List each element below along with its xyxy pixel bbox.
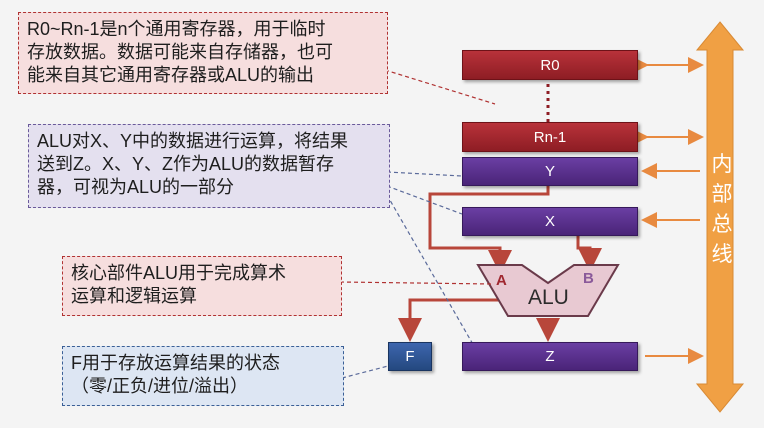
alu-buffers-note-text: ALU对X、Y中的数据进行运算，将结果 送到Z。X、Y、Z作为ALU的数据暂存 … [37, 131, 349, 197]
alu-core-note: 核心部件ALU用于完成算术 运算和逻辑运算 [62, 256, 342, 316]
alu-port-a: A [496, 272, 507, 289]
register-r0-label: R0 [540, 56, 560, 74]
flags-note: F用于存放运算结果的状态 （零/正负/进位/溢出） [62, 346, 344, 406]
register-z-label: Z [545, 348, 555, 365]
register-y: Y [462, 157, 638, 186]
register-rn-1-label: Rn-1 [533, 128, 567, 146]
internal-bus-arrow [695, 21, 745, 413]
general-registers-note: R0~Rn-1是n个通用寄存器，用于临时 存放数据。数据可能来自存储器，也可 能… [18, 12, 388, 94]
register-r0: R0 [462, 50, 638, 80]
callout-leaders [339, 69, 496, 379]
general-registers-note-text: R0~Rn-1是n个通用寄存器，用于临时 存放数据。数据可能来自存储器，也可 能… [27, 19, 333, 85]
flags-note-text: F用于存放运算结果的状态 （零/正负/进位/溢出） [71, 353, 280, 396]
alu-unit [476, 264, 620, 317]
register-y-label: Y [544, 163, 555, 180]
register-x-label: X [544, 213, 555, 230]
register-x: X [462, 207, 638, 236]
alu-port-b: B [583, 270, 594, 287]
internal-bus-label: 内部总线 [711, 153, 733, 266]
bus-links [633, 57, 704, 364]
alu-core-note-text: 核心部件ALU用于完成算术 运算和逻辑运算 [71, 263, 287, 306]
datapath-wires [398, 186, 602, 342]
alu-label: ALU [528, 286, 569, 309]
alu-buffers-note: ALU对X、Y中的数据进行运算，将结果 送到Z。X、Y、Z作为ALU的数据暂存 … [28, 124, 390, 208]
register-z: Z [462, 342, 638, 371]
register-rn-1: Rn-1 [462, 122, 638, 152]
register-f: F [388, 342, 432, 371]
register-f-label: F [405, 348, 415, 365]
